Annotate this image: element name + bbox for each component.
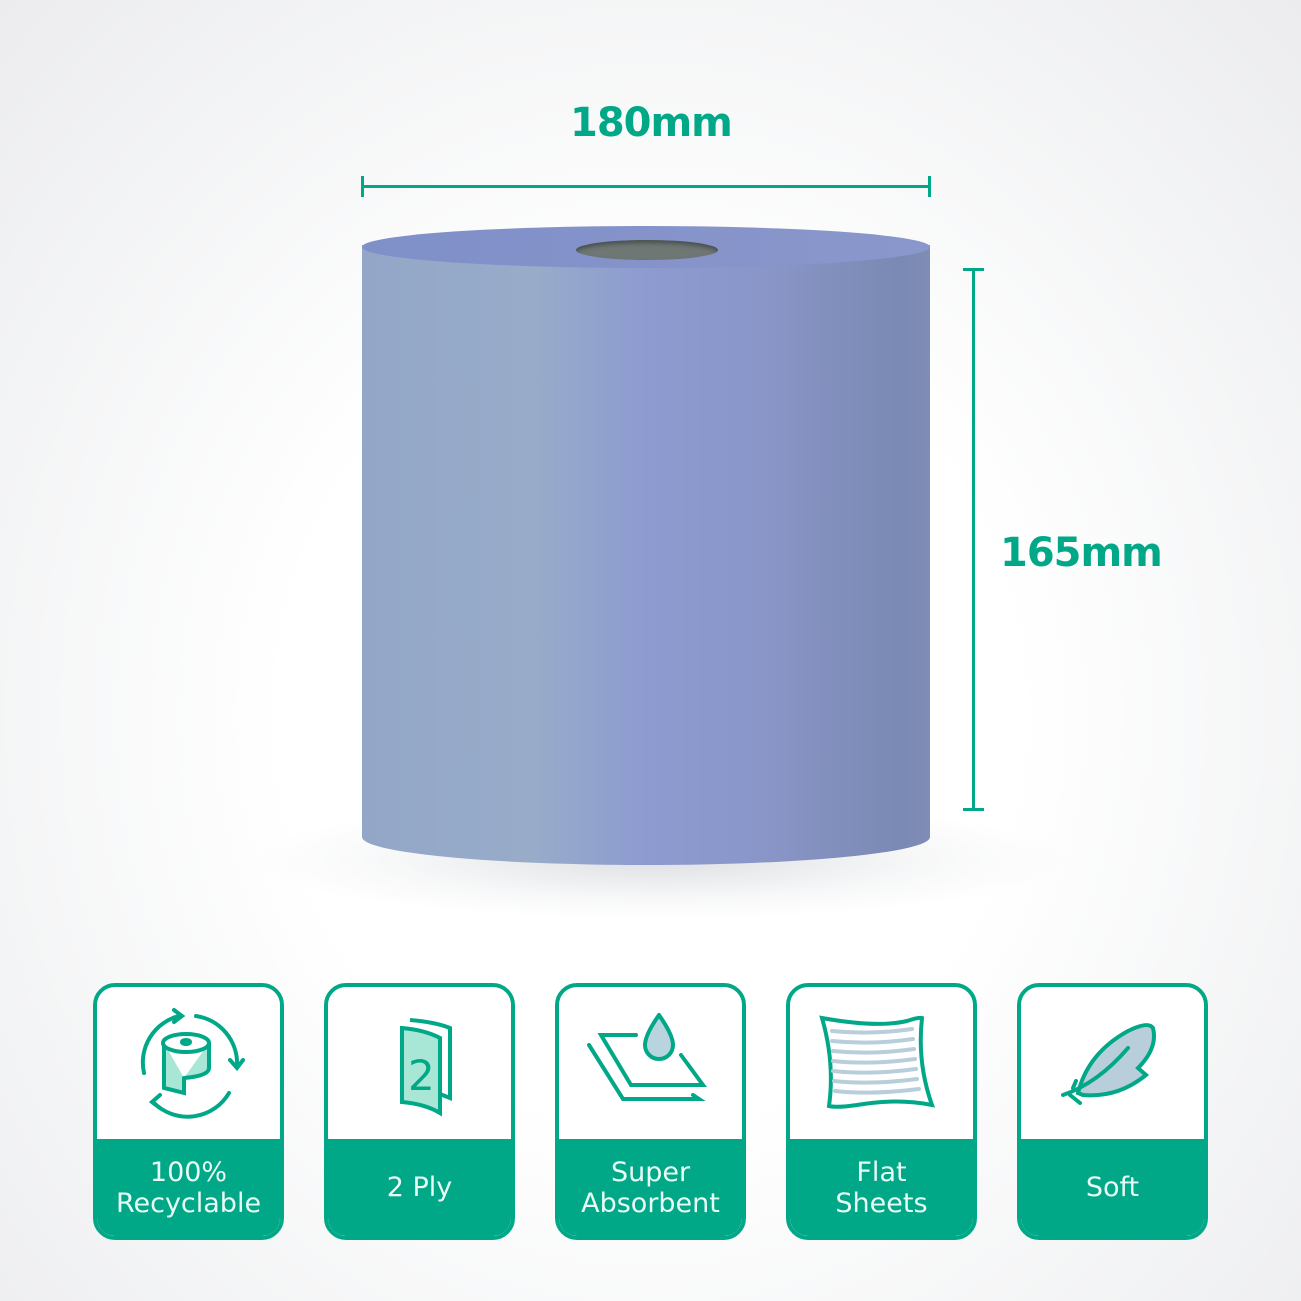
feature-card-recyclable: 100% Recyclable xyxy=(93,983,284,1240)
recycle-roll-icon xyxy=(97,987,280,1139)
roll-core xyxy=(576,240,718,260)
feature-card-absorbent: Super Absorbent xyxy=(555,983,746,1240)
feature-card-flat-sheets: Flat Sheets xyxy=(786,983,977,1240)
feature-label: 100% Recyclable xyxy=(97,1139,280,1236)
feather-icon xyxy=(1021,987,1204,1139)
feature-label: Soft xyxy=(1021,1139,1204,1236)
feature-label: Flat Sheets xyxy=(790,1139,973,1236)
two-ply-icon: 2 xyxy=(328,987,511,1139)
feature-label: 2 Ply xyxy=(328,1139,511,1236)
feature-card-soft: Soft xyxy=(1017,983,1208,1240)
width-dimension-line xyxy=(361,176,931,197)
water-drop-icon xyxy=(559,987,742,1139)
height-label: 165mm xyxy=(1000,530,1163,576)
width-label: 180mm xyxy=(570,100,733,146)
paper-roll xyxy=(362,245,930,865)
feature-label: Super Absorbent xyxy=(559,1139,742,1236)
flat-sheet-icon xyxy=(790,987,973,1139)
height-dimension-line xyxy=(963,268,984,811)
feature-card-2-ply: 2 2 Ply xyxy=(324,983,515,1240)
two-ply-number: 2 xyxy=(408,1051,435,1100)
